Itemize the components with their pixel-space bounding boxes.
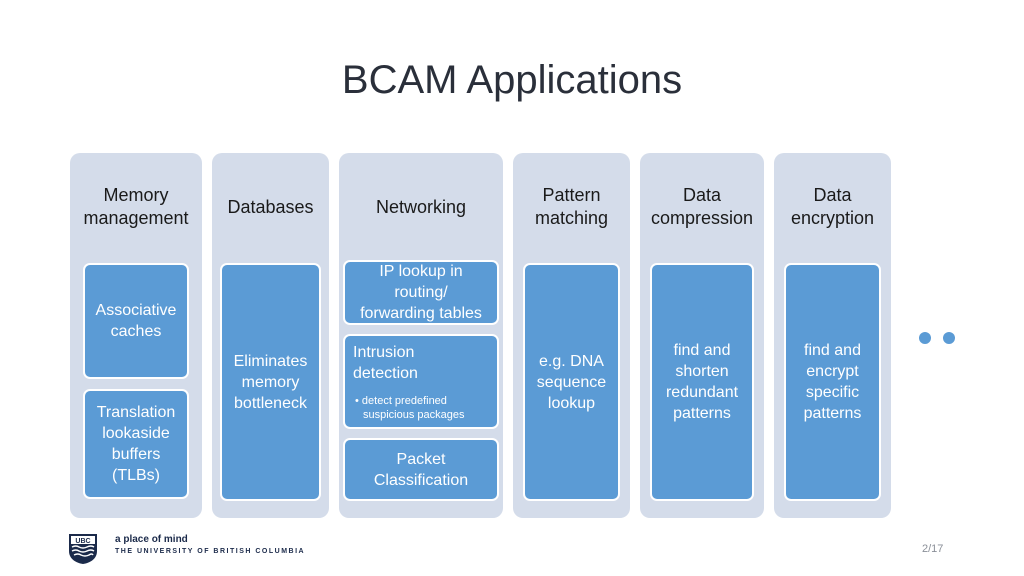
- slide-title: BCAM Applications: [341, 58, 683, 102]
- box-line: Associative: [95, 302, 177, 319]
- column-header: Memory management: [70, 184, 202, 230]
- box-line: routing/: [394, 284, 448, 301]
- dot-icon: [943, 332, 955, 344]
- header-line: Databases: [227, 197, 314, 217]
- column-databases: Databases Eliminates memory bottleneck: [212, 153, 329, 518]
- footer-university: THE UNIVERSITY OF BRITISH COLUMBIA: [115, 548, 306, 555]
- box-line: (TLBs): [112, 467, 160, 484]
- box-intrusion-detection: Intrusion detection • detect predefined …: [343, 334, 499, 429]
- box-line: caches: [110, 323, 162, 340]
- header-line: management: [83, 208, 189, 228]
- box-line: specific: [805, 384, 860, 401]
- box-line: memory: [241, 373, 300, 391]
- box-line: patterns: [803, 405, 862, 422]
- box-line: shorten: [675, 363, 729, 380]
- box-line: Eliminates: [233, 352, 308, 370]
- more-dots-icon: [919, 331, 967, 349]
- logo-text: UBC: [75, 538, 90, 545]
- box-line: Packet: [396, 450, 446, 468]
- box-line: Intrusion: [353, 344, 415, 361]
- box-line: lookaside: [102, 425, 170, 442]
- box-line: forwarding tables: [360, 305, 482, 322]
- box-eliminates-memory-bottleneck: Eliminates memory bottleneck: [220, 263, 321, 501]
- column-header: Databases: [212, 196, 329, 219]
- column-memory-management: Memory management Associative caches Tra…: [70, 153, 202, 518]
- box-line: buffers: [111, 446, 161, 463]
- box-line: detection: [353, 365, 418, 382]
- bullet-detect-predefined: • detect predefined suspicious packages: [353, 394, 465, 422]
- box-line: Translation: [96, 404, 176, 421]
- bullet-line: • detect predefined: [355, 395, 447, 407]
- footer-tagline: a place of mind: [115, 534, 188, 545]
- column-pattern-matching: Pattern matching e.g. DNA sequence looku…: [513, 153, 630, 518]
- box-line: encrypt: [806, 363, 859, 380]
- header-line: Data: [813, 185, 852, 205]
- box-line: redundant: [665, 384, 739, 401]
- column-header: Networking: [339, 196, 503, 219]
- box-line: find and: [673, 342, 731, 359]
- box-ip-lookup: IP lookup in routing/ forwarding tables: [343, 260, 499, 325]
- box-line: sequence: [536, 373, 607, 391]
- box-line: bottleneck: [234, 394, 307, 412]
- box-tlbs: Translation lookaside buffers (TLBs): [83, 389, 189, 499]
- column-data-compression: Data compression find and shorten redund…: [640, 153, 764, 518]
- column-data-encryption: Data encryption find and encrypt specifi…: [774, 153, 891, 518]
- box-line: find and: [804, 342, 861, 359]
- box-line: IP lookup in: [379, 263, 463, 280]
- box-line: lookup: [547, 394, 596, 412]
- header-line: Pattern: [542, 185, 601, 205]
- box-packet-classification: Packet Classification: [343, 438, 499, 501]
- column-header: Data compression: [640, 184, 764, 230]
- header-line: Networking: [375, 197, 467, 217]
- box-find-and-encrypt: find and encrypt specific patterns: [784, 263, 881, 501]
- header-line: compression: [650, 208, 754, 228]
- box-line: Classification: [373, 471, 469, 489]
- box-dna-sequence-lookup: e.g. DNA sequence lookup: [523, 263, 620, 501]
- dot-icon: [919, 332, 931, 344]
- header-line: matching: [534, 208, 609, 228]
- box-associative-caches: Associative caches: [83, 263, 189, 379]
- ubc-crest-logo: UBC: [69, 534, 97, 564]
- box-find-and-shorten: find and shorten redundant patterns: [650, 263, 754, 501]
- box-line: patterns: [673, 405, 731, 422]
- header-line: Data: [682, 185, 722, 205]
- bullet-line: suspicious packages: [363, 409, 465, 421]
- column-header: Data encryption: [774, 184, 891, 230]
- header-line: Memory: [103, 185, 169, 205]
- page-number: 2/17: [922, 543, 944, 555]
- header-line: encryption: [790, 208, 875, 228]
- box-line: e.g. DNA: [539, 352, 604, 370]
- column-networking: Networking IP lookup in routing/ forward…: [339, 153, 503, 518]
- column-header: Pattern matching: [513, 184, 630, 230]
